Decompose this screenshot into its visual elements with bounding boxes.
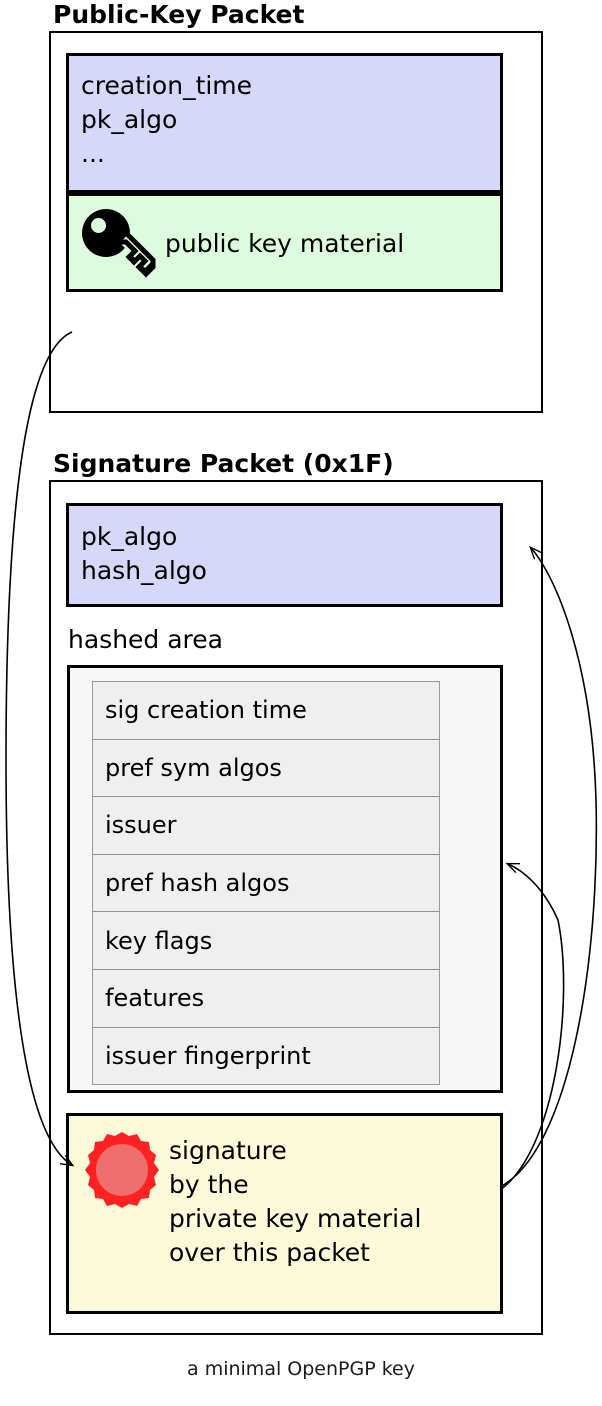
- hashed-subpacket-item: issuer: [93, 797, 439, 855]
- public-key-packet-title: Public-Key Packet: [53, 0, 305, 29]
- diagram-caption: a minimal OpenPGP key: [187, 1358, 415, 1380]
- hashed-subpacket-item: features: [93, 969, 439, 1028]
- hashed-subpacket-item: sig creation time: [93, 682, 439, 740]
- sig-algo-fields-text: pk_algo hash_algo: [81, 522, 207, 585]
- pubkey-header-fields-text: creation_time pk_algo ...: [81, 71, 253, 168]
- signature-packet-title: Signature Packet (0x1F): [53, 449, 394, 478]
- signature-value-box: signature by the private key material ov…: [66, 1113, 503, 1314]
- wax-seal-icon: [81, 1129, 163, 1215]
- public-key-material-box: public key material: [66, 193, 503, 292]
- key-icon: [79, 208, 159, 288]
- hashed-subpacket-item: key flags: [93, 912, 439, 970]
- hashed-subpacket-item: pref sym algos: [93, 739, 439, 798]
- hashed-subpacket-item: issuer fingerprint: [93, 1027, 439, 1084]
- signature-value-text: signature by the private key material ov…: [169, 1136, 422, 1267]
- public-key-material-text: public key material: [165, 229, 405, 258]
- hashed-subpacket-item: pref hash algos: [93, 854, 439, 913]
- sig-algo-fields-box: pk_algo hash_algo: [66, 503, 503, 607]
- hashed-area-label: hashed area: [68, 625, 223, 654]
- pubkey-header-fields-box: creation_time pk_algo ...: [66, 53, 503, 193]
